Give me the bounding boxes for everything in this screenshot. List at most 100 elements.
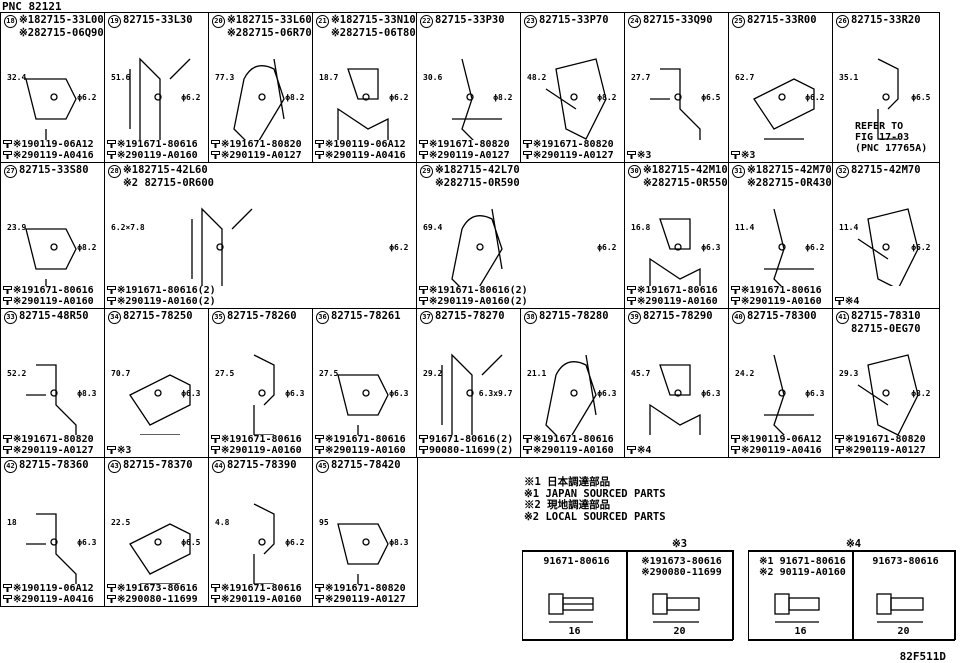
bolt-icon (652, 593, 700, 623)
part-number: 82715-78390 (227, 459, 297, 471)
part-number: 82715-33P30 (435, 14, 505, 26)
dimension-label: 62.7 (735, 73, 755, 82)
part-number: 82715-0EG70 (851, 323, 921, 335)
dimension-label: 48.2 (527, 73, 547, 82)
bracket-drawing (545, 354, 597, 435)
bolt-icon (731, 446, 740, 454)
bolt-icon (523, 435, 532, 443)
callout-number: 34 (108, 311, 121, 324)
dimension-label: ϕ6.5 (701, 93, 721, 102)
callout-number: 32 (836, 165, 849, 178)
part-number: 82715-33R20 (851, 14, 921, 26)
dimension-label: ϕ6.2 (805, 243, 825, 252)
callout-number: 22 (420, 15, 433, 28)
bolt-icon (547, 593, 594, 623)
part-number: ※182715-33L60 (227, 14, 312, 26)
part-number: 82715-48R50 (19, 310, 89, 322)
fastener-number: ※191671-80616 (13, 285, 94, 296)
fastener-list: ※191671-80820※290119-A0127 (523, 139, 614, 161)
dimension-label: 95 (319, 518, 329, 527)
part-number: 82715-78280 (539, 310, 609, 322)
bolt-icon (419, 446, 428, 454)
bolt-icon (835, 446, 844, 454)
fastener-list: ※191671-80820※290119-A0127 (835, 434, 926, 456)
dimension-label: ϕ6.2 (389, 243, 409, 252)
fastener-number: ※190119-06A12 (13, 139, 94, 150)
fastener-number: ※191671-80820 (533, 139, 614, 150)
bolt-icon (107, 140, 116, 148)
dimension-label: ϕ6.3 (285, 389, 305, 398)
bracket-drawing (764, 208, 814, 286)
part-number: 82715-78370 (123, 459, 193, 471)
part-number: 82715-78420 (331, 459, 401, 471)
fastener-number: ※290119-A0127 (845, 445, 926, 456)
callout-number: 41 (836, 311, 849, 324)
bolt-icon (3, 446, 12, 454)
fastener-number: ※191671-80616 (637, 285, 718, 296)
bolt-icon (731, 435, 740, 443)
fastener-list: ※190119-06A12※290119-A0416 (315, 139, 406, 161)
bolt-icon (107, 595, 116, 603)
part-number: 82715-78310 (851, 310, 921, 322)
callout-number: 42 (4, 460, 17, 473)
bracket-drawing (764, 354, 814, 435)
bracket-drawing (649, 218, 701, 286)
part-number: 82715-78260 (227, 310, 297, 322)
dimension-label: ϕ6.2 (597, 243, 617, 252)
bolt-icon (3, 151, 12, 159)
dimension-label: ϕ6.3 (389, 389, 409, 398)
table4-col-a: ※1 91671-80616※2 90119-A0160 16 (747, 551, 854, 641)
bracket-drawing (337, 523, 389, 584)
bolt-icon (773, 593, 820, 623)
fastener-list: ※3 (731, 150, 755, 161)
dimension-label: ϕ8.3 (389, 538, 409, 547)
fastener-number: ※290119-A0127 (325, 594, 406, 605)
dimension-label: ϕ6.5 (911, 93, 931, 102)
bracket-drawing (253, 503, 275, 584)
dimension-label: ϕ6.2 (389, 93, 409, 102)
bracket-drawing (857, 208, 919, 286)
bolt-icon (523, 151, 532, 159)
part-number: 82715-33S80 (19, 164, 89, 176)
bolt-icon (107, 286, 116, 294)
fastener-list: ※191671-80616(2)※290119-A0160(2) (107, 285, 216, 307)
callout-number: 43 (108, 460, 121, 473)
fastener-list: ※191671-80616※290119-A0160 (315, 434, 406, 456)
bracket-drawing (545, 58, 607, 140)
fastener-list: ※190119-06A12※290119-A0416 (3, 583, 94, 605)
fastener-list: ※190119-06A12※290119-A0416 (731, 434, 822, 456)
bolt-icon (876, 593, 924, 623)
bracket-drawing (129, 523, 191, 584)
bolt-icon (211, 446, 220, 454)
dimension-label: ϕ6.3 (597, 389, 617, 398)
dimension-label: 32.4 (7, 73, 27, 82)
dimension-label: 27.5 (215, 369, 235, 378)
dimension-label: ϕ6.5 (181, 538, 201, 547)
part-header: 20※182715-33L60※282715-06R70 (212, 15, 312, 39)
dimension-label: 6.2×7.8 (111, 223, 145, 232)
fastener-number: ※290119-A0160 (637, 296, 718, 307)
fastener-list: ※3 (627, 150, 651, 161)
fastener-list: ※191671-80616※290119-A0160 (107, 139, 198, 161)
callout-number: 45 (316, 460, 329, 473)
fastener-number: ※4 (637, 445, 652, 456)
dimension-label: 24.2 (735, 369, 755, 378)
part-number: 82715-78270 (435, 310, 505, 322)
callout-number: 31 (732, 165, 745, 178)
